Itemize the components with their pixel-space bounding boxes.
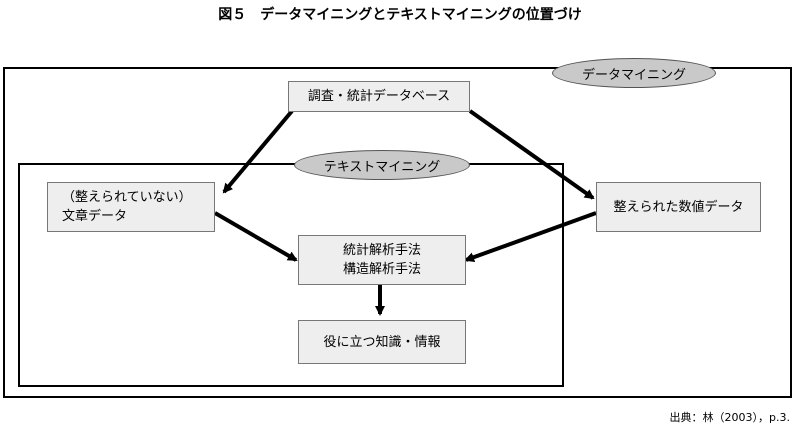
data-mining-label: データマイニング bbox=[552, 58, 716, 88]
text-data-box: （整えられていない） 文章データ bbox=[47, 182, 215, 232]
arrow-text-data-to-analysis bbox=[213, 211, 298, 262]
data-mining-frame bbox=[3, 67, 792, 398]
text-data-line1: （整えられていない） bbox=[62, 190, 192, 205]
database-label: 調査・統計データベース bbox=[307, 89, 451, 104]
database-box: 調査・統計データベース bbox=[288, 81, 470, 112]
figure-title: 図５ データマイニングとテキストマイニングの位置づけ bbox=[218, 7, 582, 23]
arrow-database-to-numeric-data bbox=[468, 109, 595, 200]
text-mining-label: テキストマイニング bbox=[294, 150, 470, 180]
analysis-methods-box: 統計解析手法 構造解析手法 bbox=[298, 235, 466, 285]
knowledge-label: 役に立つ知識・情報 bbox=[323, 334, 441, 350]
numeric-data-box: 整えられた数値データ bbox=[596, 182, 761, 232]
text-mining-frame bbox=[18, 163, 564, 387]
knowledge-box: 役に立つ知識・情報 bbox=[298, 320, 466, 364]
arrow-numeric-data-to-analysis bbox=[464, 211, 597, 262]
text-data-line2: 文章データ bbox=[62, 209, 128, 224]
numeric-data-label: 整えられた数値データ bbox=[613, 199, 744, 215]
figure-source: 出典：林（2003），p.3. bbox=[669, 411, 790, 424]
arrow-database-to-text-data bbox=[222, 109, 294, 194]
analysis-line1: 統計解析手法 bbox=[342, 243, 421, 258]
analysis-line2: 構造解析手法 bbox=[342, 262, 421, 277]
